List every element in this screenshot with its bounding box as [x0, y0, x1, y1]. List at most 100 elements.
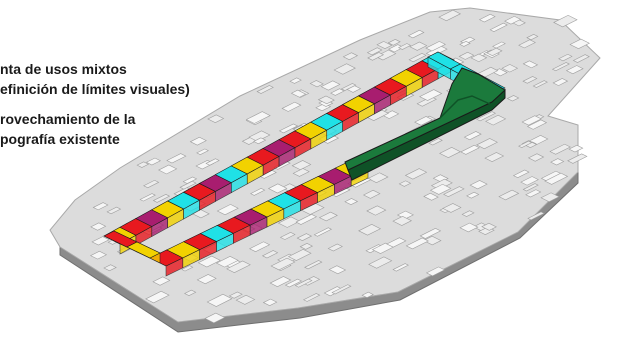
city-block-icon — [443, 186, 465, 198]
city-block-icon — [409, 41, 428, 51]
city-block-icon — [376, 41, 393, 50]
city-block-icon — [569, 38, 590, 50]
label-topography-1: rovechamiento de la — [0, 111, 136, 127]
city-block-icon — [397, 43, 412, 50]
city-block-icon — [522, 76, 538, 84]
city-block-icon — [518, 39, 536, 49]
city-block-icon — [139, 193, 156, 202]
city-block-icon — [368, 256, 393, 269]
city-block-icon — [89, 250, 108, 260]
city-block-icon — [366, 205, 387, 216]
city-block-icon — [551, 62, 570, 72]
city-block-icon — [197, 255, 221, 268]
city-block-icon — [442, 203, 462, 213]
city-block-icon — [458, 51, 475, 60]
city-block-icon — [522, 183, 539, 192]
city-block-icon — [292, 168, 310, 177]
city-block-icon — [235, 294, 256, 305]
topography-ridge — [439, 95, 491, 119]
city-block-icon — [91, 236, 110, 246]
city-block-icon — [525, 189, 542, 198]
city-block-icon — [330, 88, 345, 96]
city-block-icon — [261, 250, 279, 259]
city-block-icon — [344, 198, 359, 206]
city-block-icon — [182, 176, 198, 184]
city-block-icon — [205, 158, 220, 166]
city-block-icon — [216, 204, 239, 216]
city-block-icon — [296, 233, 313, 241]
city-block-icon — [486, 47, 503, 57]
city-block-icon — [166, 153, 187, 164]
city-block-icon — [207, 114, 225, 123]
city-block-icon — [392, 215, 413, 226]
city-block-icon — [252, 137, 267, 145]
city-block-icon — [387, 39, 401, 46]
city-block-icon — [476, 111, 497, 122]
city-block-icon — [423, 192, 439, 201]
label-topography-2: pografía existente — [0, 130, 120, 147]
city-block-icon — [425, 41, 446, 52]
city-block-icon — [522, 60, 539, 69]
city-block-icon — [157, 164, 178, 175]
city-block-icon — [478, 13, 496, 23]
city-block-icon — [405, 237, 429, 250]
city-block-icon — [90, 222, 107, 231]
city-block-icon — [284, 278, 303, 288]
city-block-icon — [245, 111, 271, 124]
city-block-icon — [269, 276, 292, 288]
city-block-icon — [485, 114, 507, 126]
city-block-icon — [181, 265, 194, 272]
city-block-icon — [565, 65, 584, 75]
city-block-icon — [527, 153, 545, 162]
city-block-icon — [375, 49, 397, 61]
city-block-icon — [382, 110, 400, 119]
city-block-icon — [289, 77, 302, 84]
city-block-icon — [419, 228, 442, 239]
city-block-icon — [540, 170, 562, 181]
city-block-icon — [302, 293, 321, 302]
city-block-icon — [262, 298, 278, 306]
city-block-icon — [438, 9, 462, 22]
city-block-icon — [501, 64, 519, 73]
city-block-icon — [361, 291, 374, 298]
city-block-icon — [103, 264, 117, 272]
city-block-icon — [136, 161, 150, 168]
city-block-icon — [425, 266, 446, 277]
city-block-icon — [317, 95, 335, 105]
city-block-icon — [398, 180, 412, 187]
label-mixed-use: nta de usos mixtos — [0, 61, 127, 77]
city-block-icon — [506, 95, 520, 102]
city-block-icon — [512, 169, 530, 179]
city-block-icon — [527, 211, 545, 221]
city-block-icon — [320, 80, 341, 91]
city-block-icon — [408, 53, 427, 63]
city-block-icon — [429, 183, 452, 195]
city-block-icon — [299, 243, 314, 250]
annotation-labels: nta de usos mixtos efinición de límites … — [0, 60, 300, 149]
city-block-icon — [279, 232, 296, 240]
city-block-icon — [550, 158, 565, 166]
city-block-icon — [270, 257, 296, 271]
city-block-icon — [428, 138, 443, 146]
city-block-icon — [484, 152, 505, 162]
city-block-icon — [463, 131, 482, 141]
city-block-icon — [215, 256, 239, 268]
city-block-icon — [304, 260, 323, 270]
city-block-icon — [553, 14, 578, 28]
city-block-icon — [414, 116, 434, 126]
base-plate — [49, 7, 601, 333]
city-block-icon — [567, 153, 588, 164]
city-block-icon — [358, 224, 382, 236]
city-block-icon — [572, 54, 590, 63]
city-block-icon — [327, 243, 343, 252]
city-block-icon — [568, 144, 584, 153]
city-block-icon — [407, 29, 425, 39]
city-block-icon — [459, 40, 471, 47]
city-block-icon — [290, 89, 307, 98]
city-block-icon — [419, 89, 443, 101]
city-block-icon — [267, 183, 288, 194]
city-block-icon — [521, 115, 542, 126]
city-block-icon — [439, 147, 462, 159]
city-block-icon — [526, 34, 539, 41]
